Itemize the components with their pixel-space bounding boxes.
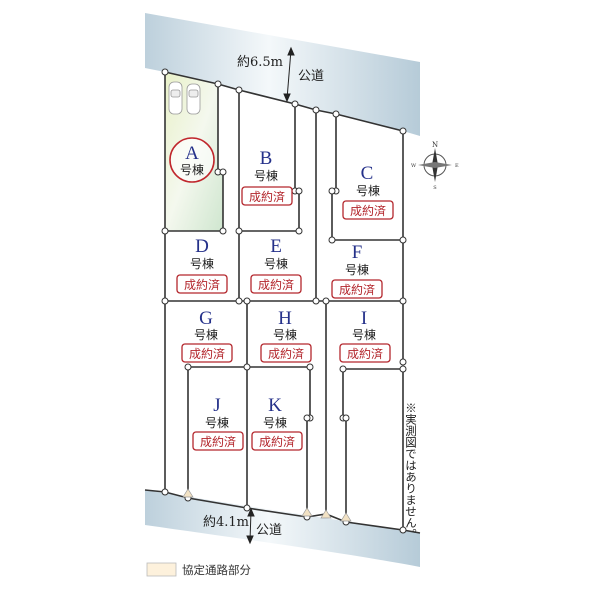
sold-badge-label: 成約済 (249, 189, 285, 204)
driveway-markers (182, 488, 352, 522)
lot-letter: A (185, 143, 199, 164)
sold-badge (251, 431, 303, 451)
lot-suffix: 号棟 (194, 327, 218, 342)
sold-badge (241, 186, 293, 206)
lot-letter: I (361, 308, 367, 329)
legend-swatch (146, 562, 177, 577)
lot-d[interactable]: D 号棟 成約済 (176, 236, 228, 294)
lot-b[interactable]: B 号棟 成約済 (241, 148, 293, 206)
lot-a[interactable]: A 号棟 (169, 137, 215, 183)
bottom-road-width-arrow (246, 507, 255, 545)
lot-letter: H (278, 308, 292, 329)
lot-g[interactable]: G 号棟 成約済 (181, 308, 233, 363)
compass-n: N (432, 141, 438, 149)
compass-e: E (455, 163, 459, 169)
sold-badge (339, 343, 391, 363)
lot-suffix: 号棟 (205, 415, 229, 430)
sold-badge-label: 成約済 (347, 346, 383, 361)
sold-badge-label: 成約済 (184, 277, 220, 292)
sold-badge (342, 200, 394, 220)
bottom-road (145, 490, 420, 567)
lot-suffix: 号棟 (254, 168, 278, 183)
top-road (145, 13, 420, 136)
lot-c[interactable]: C 号棟 成約済 (342, 163, 394, 220)
lot-letter: C (361, 163, 374, 184)
lot-letter: K (268, 395, 282, 416)
sold-badge (260, 343, 312, 363)
sold-badge-label: 成約済 (259, 434, 295, 449)
lot-suffix: 号棟 (352, 327, 376, 342)
lot-suffix: 号棟 (190, 256, 214, 271)
lot-letter: J (213, 395, 220, 416)
lot-letter: D (195, 236, 209, 257)
disclaimer-note: ※実測図ではありません。 (404, 402, 418, 540)
top-road-label: 公道 (298, 69, 324, 84)
sold-badge-label: 成約済 (268, 346, 304, 361)
compass-s: S (433, 185, 437, 191)
lot-e[interactable]: E 号棟 成約済 (250, 236, 302, 294)
top-road-width: 約6.5m (237, 55, 283, 70)
lot-suffix: 号棟 (180, 162, 204, 177)
sold-badge-label: 成約済 (258, 277, 294, 292)
lot-f[interactable]: F 号棟 成約済 (331, 242, 383, 299)
lot-j[interactable]: J 号棟 成約済 (192, 395, 244, 451)
lot-suffix: 号棟 (263, 415, 287, 430)
legend-label: 協定通路部分 (182, 563, 251, 577)
lot-letter: E (270, 236, 282, 257)
car-icon (168, 81, 201, 115)
sold-badge-label: 成約済 (189, 346, 225, 361)
sold-badge (331, 279, 383, 299)
sold-badge (181, 343, 233, 363)
compass-icon: N S E W (411, 141, 459, 191)
lot-letter: B (260, 148, 273, 169)
lot-k[interactable]: K 号棟 成約済 (251, 395, 303, 451)
sold-badge (176, 274, 228, 294)
lot-suffix: 号棟 (345, 262, 369, 277)
lot-suffix: 号棟 (264, 256, 288, 271)
bottom-road-label: 公道 (256, 523, 282, 538)
lot-suffix: 号棟 (273, 327, 297, 342)
lot-suffix: 号棟 (356, 183, 380, 198)
sold-badge-label: 成約済 (350, 203, 386, 218)
compass-w: W (411, 163, 417, 169)
sold-badge (250, 274, 302, 294)
lot-i[interactable]: I 号棟 成約済 (339, 308, 391, 363)
sold-badge-label: 成約済 (200, 434, 236, 449)
sold-badge-label: 成約済 (339, 282, 375, 297)
lot-h[interactable]: H 号棟 成約済 (260, 308, 312, 363)
bottom-road-width: 約4.1m (203, 515, 249, 530)
lot-letter: F (352, 242, 363, 263)
top-road-width-arrow (283, 46, 295, 103)
sold-badge (192, 431, 244, 451)
lot-letter: G (199, 308, 213, 329)
